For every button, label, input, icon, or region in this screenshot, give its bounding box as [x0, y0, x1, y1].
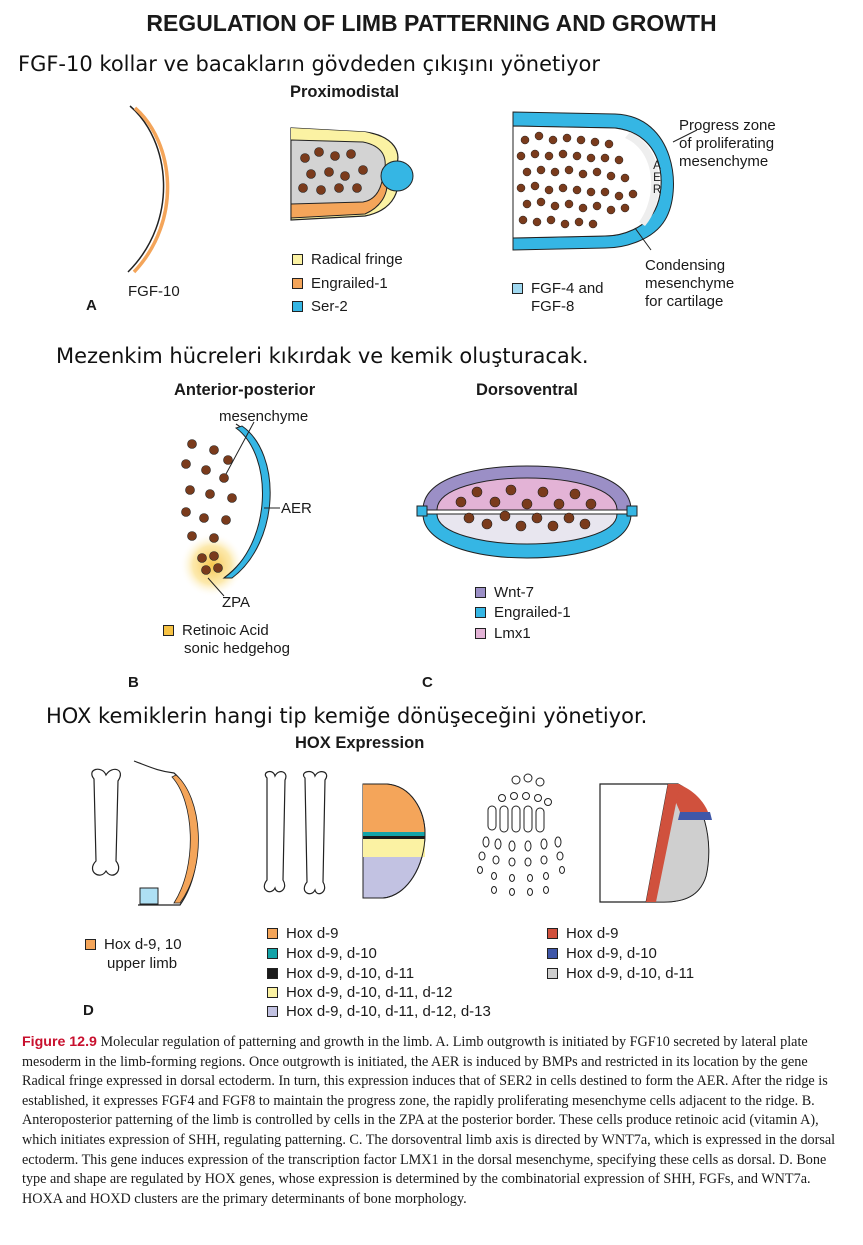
proximodistal-bud	[290, 127, 414, 221]
zpa-label: ZPA	[222, 594, 251, 611]
legend-hox-d9-d13: Hox d-9, d-10, d-11, d-12, d-13	[267, 1003, 491, 1020]
swatch-orange	[292, 278, 303, 289]
hox-expression-title: HOX Expression	[295, 734, 425, 752]
swatch-teal	[267, 948, 278, 959]
anterior-posterior-bud	[180, 421, 280, 597]
swatch-light-cyan	[512, 283, 523, 294]
note-mesenchyme: Mezenkim hücreleri kıkırdak ve kemik olu…	[56, 344, 589, 368]
swatch-pink	[475, 628, 486, 639]
legend-hox-upper-limb: Hox d-9, 10	[85, 936, 182, 953]
legend-autopod-hox-d9: Hox d-9	[547, 925, 619, 942]
panel-letter-a: A	[86, 297, 97, 314]
hox-autopod	[477, 773, 712, 903]
panel-letter-d: D	[83, 1002, 94, 1019]
legend-lmx1: Lmx1	[475, 625, 531, 642]
legend-fgf8-line: FGF-8	[531, 298, 575, 315]
legend-autopod-hox-d9-d11: Hox d-9, d-10, d-11	[547, 965, 694, 982]
caption-heading: Figure 12.9	[22, 1034, 97, 1050]
swatch-black	[267, 968, 278, 979]
swatch-orange-d2	[267, 928, 278, 939]
swatch-blue	[547, 948, 558, 959]
hox-zeugopod-bones	[263, 770, 426, 899]
legend-radical-fringe: Radical fringe	[292, 251, 403, 268]
note-fgf10: FGF-10 kollar ve bacakların gövdeden çık…	[18, 52, 601, 76]
aer-vertical-label: AER	[652, 160, 662, 196]
legend-ser-2: Ser-2	[292, 298, 348, 315]
fgf10-label: FGF-10	[128, 283, 180, 300]
legend-fgf4-fgf8: FGF-4 and	[512, 280, 604, 297]
note-hox: HOX kemiklerin hangi tip kemiğe dönüşece…	[46, 704, 648, 728]
proximodistal-title: Proximodistal	[290, 83, 400, 101]
aer-label: AER	[281, 500, 312, 517]
dorsoventral-title: Dorsoventral	[476, 381, 578, 399]
mesenchyme-label: mesenchyme	[219, 408, 309, 425]
caption-text: Molecular regulation of patterning and g…	[22, 1034, 836, 1207]
swatch-lavender	[267, 1006, 278, 1017]
anterior-posterior-title: Anterior-posterior	[174, 381, 316, 399]
panel-letter-b: B	[128, 674, 139, 691]
swatch-gray	[547, 968, 558, 979]
condensing-label: Condensing mesenchyme for cartilage	[645, 257, 735, 310]
swatch-purple	[475, 587, 486, 598]
dorsoventral-section	[416, 465, 638, 559]
hox-upper-limb-bud	[91, 760, 199, 906]
swatch-cyan-c	[475, 607, 486, 618]
progress-zone-label: Progress zone of proliferating mesenchym…	[679, 117, 776, 170]
progress-zone-bud	[512, 111, 698, 251]
swatch-gold	[163, 625, 174, 636]
legend-hox-d9-d10: Hox d-9, d-10	[267, 945, 377, 962]
swatch-red	[547, 928, 558, 939]
legend-autopod-hox-d9-d10: Hox d-9, d-10	[547, 945, 657, 962]
figure-caption: Figure 12.9 Molecular regulation of patt…	[22, 1033, 844, 1209]
swatch-orange-d	[85, 939, 96, 950]
panel-a-bud-outline	[127, 105, 170, 274]
swatch-cyan	[292, 301, 303, 312]
swatch-yellow-d	[267, 987, 278, 998]
legend-wnt-7: Wnt-7	[475, 584, 534, 601]
legend-engrailed-1-c: Engrailed-1	[475, 604, 571, 621]
legend-engrailed-1: Engrailed-1	[292, 275, 388, 292]
legend-hox-d9: Hox d-9	[267, 925, 339, 942]
legend-retinoic-acid: Retinoic Acid	[163, 622, 269, 639]
swatch-yellow	[292, 254, 303, 265]
page-title: REGULATION OF LIMB PATTERNING AND GROWTH	[146, 10, 717, 36]
legend-hox-d9-d12: Hox d-9, d-10, d-11, d-12	[267, 984, 452, 1001]
legend-sonic-hedgehog: sonic hedgehog	[184, 640, 290, 657]
legend-hox-d9-d11: Hox d-9, d-10, d-11	[267, 965, 414, 982]
panel-letter-c: C	[422, 674, 433, 691]
legend-upper-limb-line: upper limb	[107, 955, 178, 972]
